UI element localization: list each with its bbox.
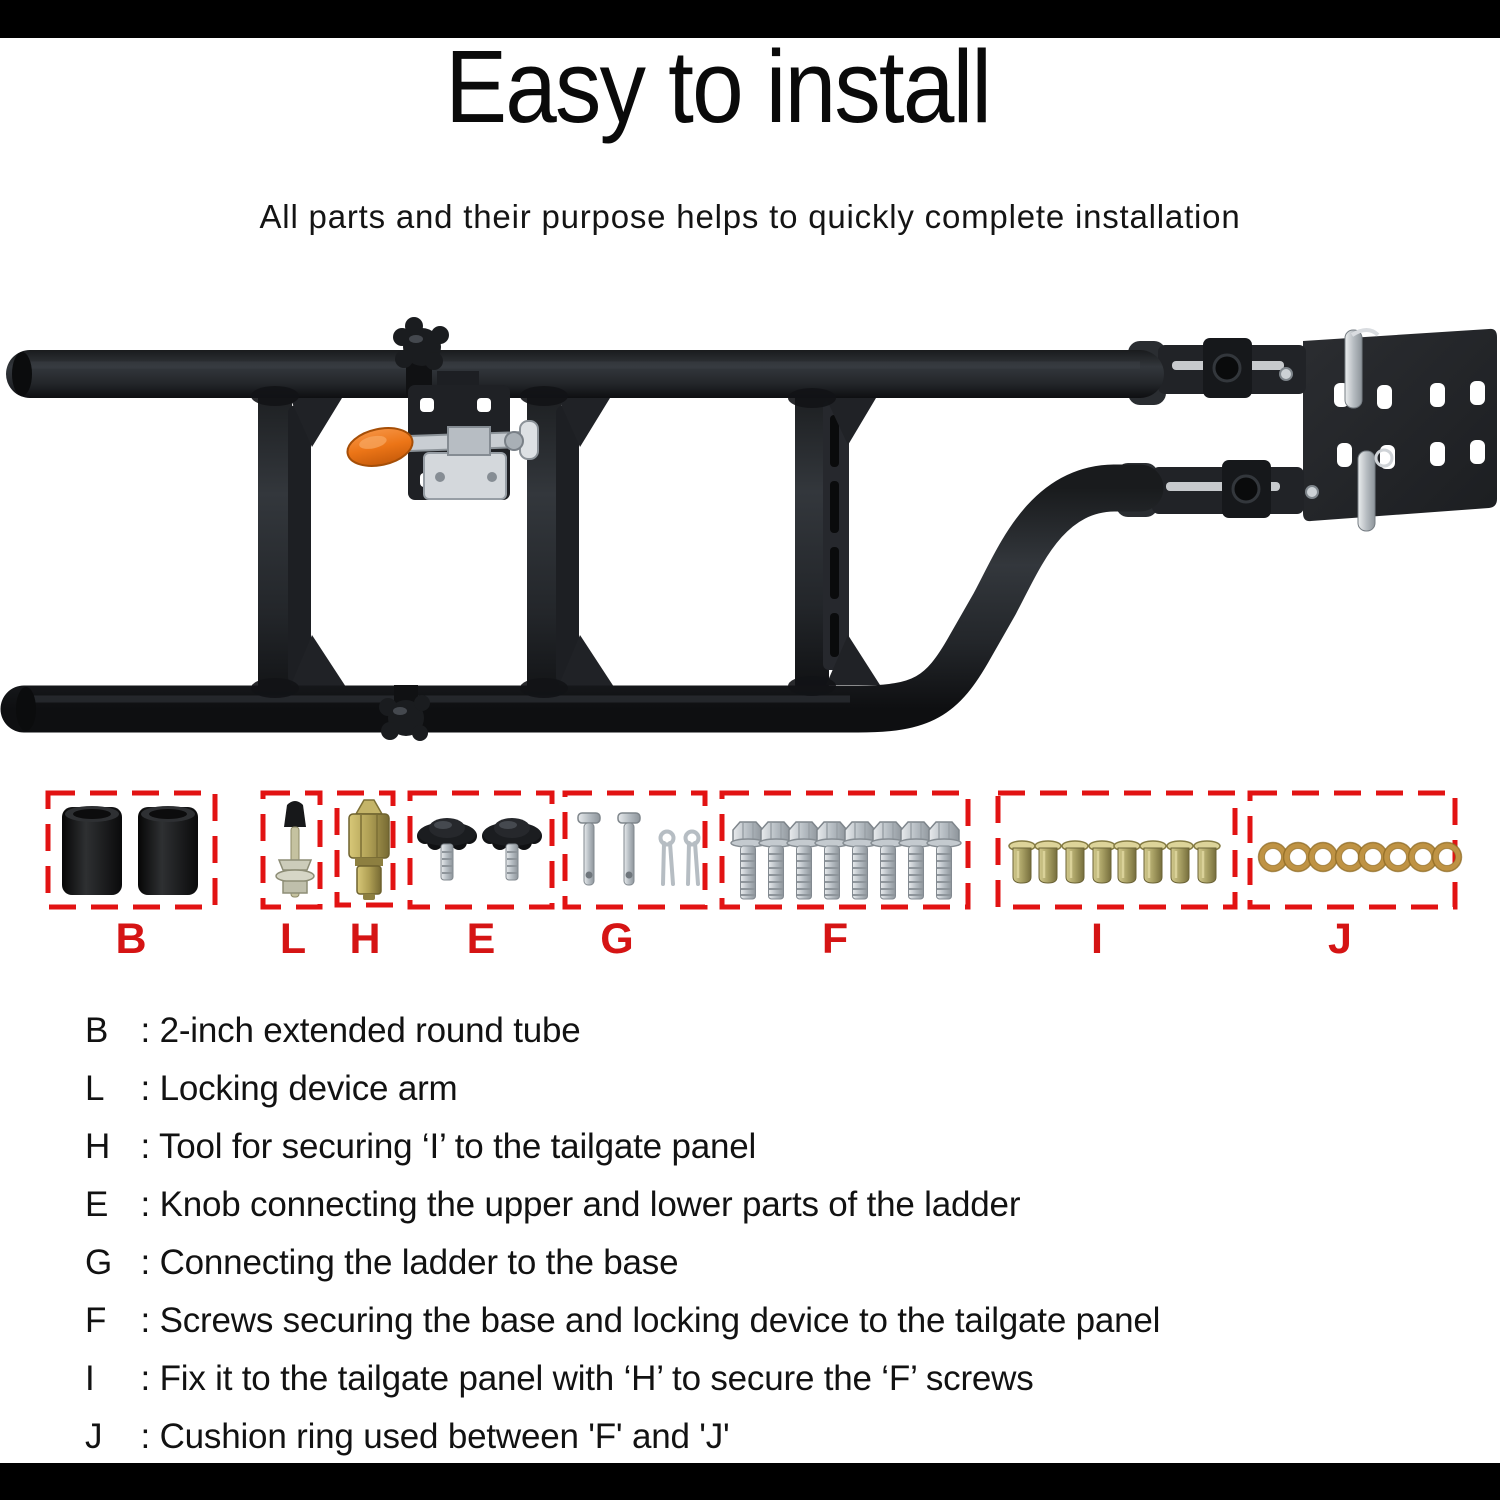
part-description-text: Knob connecting the upper and lower part… [159,1185,1021,1224]
page-subtitle: All parts and their purpose helps to qui… [259,198,1241,235]
rung-3-slots [830,415,839,657]
part-glyph-J [1259,843,1462,872]
tailgate-mounting-plate [1303,328,1497,522]
part-glyph-L [275,801,315,898]
part-description-separator: : [131,1127,159,1166]
part-description-text: Locking device arm [159,1069,458,1108]
part-label-G: G [600,915,634,963]
rung-3 [795,380,880,700]
part-description-line-F: F : Screws securing the base and locking… [85,1292,1465,1350]
part-description-separator: : [131,1069,160,1108]
top-letterbox-bar [0,0,1500,38]
page-title: Easy to install [445,29,993,144]
rung-2 [527,375,614,715]
part-description-separator: : [131,1359,160,1398]
part-description-letter: H [85,1127,111,1166]
part-label-H: H [349,915,381,963]
part-glyph-E [416,817,543,881]
weld-joints [251,386,836,698]
part-description-line-E: E : Knob connecting the upper and lower … [85,1176,1465,1234]
part-description-separator: : [131,1011,160,1050]
part-glyph-H [348,799,390,900]
bottom-letterbox-bar [0,1463,1500,1500]
ladder-illustration [0,317,1497,741]
part-description-line-I: I : Fix it to the tailgate panel with ‘H… [85,1350,1465,1408]
part-label-F: F [821,915,849,963]
part-label-B: B [115,915,147,963]
part-label-I: I [1091,915,1103,963]
part-label-E: E [466,915,496,963]
part-description-letter: F [85,1301,107,1340]
part-glyph-G [577,812,701,886]
top-rail-tube [6,350,1164,398]
part-description-letter: I [85,1359,95,1398]
part-label-L: L [279,915,307,963]
part-label-J: J [1328,915,1352,963]
part-description-line-H: H : Tool for securing ‘I’ to the tailgat… [85,1118,1465,1176]
part-glyph-B [62,806,198,895]
parts-row [45,790,1500,910]
top-joint-star-knob [393,317,449,370]
part-box-I [995,790,1238,910]
part-description-text: Tool for securing ‘I’ to the tailgate pa… [158,1127,757,1166]
part-description-text: Connecting the ladder to the base [159,1243,679,1282]
part-description-text: Fix it to the tailgate panel with ‘H’ to… [159,1359,1034,1398]
part-description-line-L: L : Locking device arm [85,1060,1465,1118]
part-description-separator: : [131,1185,160,1224]
part-description-letter: J [85,1417,103,1456]
part-description-letter: B [85,1011,109,1050]
part-description-separator: : [131,1243,160,1282]
clamp-orange-handle [346,427,414,467]
part-box-B [45,790,218,910]
part-box-E [407,790,555,910]
part-description-line-J: J : Cushion ring used between 'F' and 'J… [85,1408,1465,1466]
part-glyph-F [730,821,962,900]
part-box-F [719,790,971,910]
part-description-text: Cushion ring used between 'F' and 'J' [159,1417,730,1456]
part-description-line-B: B : 2-inch extended round tube [85,1002,1465,1060]
part-description-letter: E [85,1185,109,1224]
locking-device-assembly [346,371,539,500]
part-description-separator: : [131,1417,160,1456]
part-glyph-I [1007,839,1222,885]
clamp-lever [401,420,539,460]
part-description-text: 2-inch extended round tube [159,1011,581,1050]
ladder-rungs [258,375,880,715]
part-description-text: Screws securing the base and locking dev… [159,1301,1161,1340]
bottom-joint-star-knob [379,695,430,741]
rung-1 [258,375,346,715]
part-description-separator: : [131,1301,160,1340]
part-description-letter: G [85,1243,113,1282]
part-description-letter: L [85,1069,105,1108]
part-description-line-G: G : Connecting the ladder to the base [85,1234,1465,1292]
